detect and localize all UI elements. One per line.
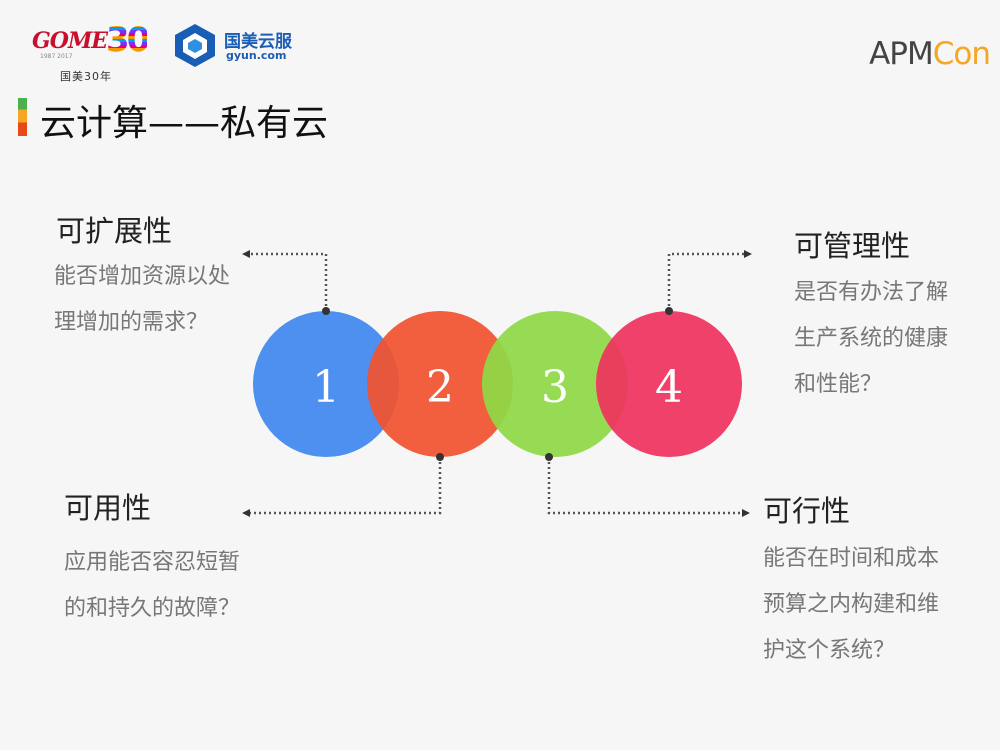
connector-dot-2 (436, 453, 444, 461)
gome-30-logo: 30 (106, 20, 150, 60)
gyun-cube-icon (175, 24, 215, 67)
scalability-title: 可扩展性 (56, 214, 173, 248)
connector-manageability (667, 252, 746, 311)
apm-suffix: Con (932, 36, 991, 72)
desc-line: 和性能？ (794, 372, 883, 397)
gyun-name: 国美云服 (224, 32, 292, 52)
manageability-title: 可管理性 (794, 229, 911, 263)
desc-line: 能否在时间和成本 (763, 546, 940, 571)
desc-line: 理增加的需求？ (54, 310, 209, 335)
gome-wordmark: GOME (32, 28, 108, 54)
feasibility-title: 可行性 (763, 494, 851, 528)
circle-label-1: 1 (312, 362, 340, 413)
circle-2 (367, 311, 513, 457)
title-accent-bar (18, 98, 27, 136)
connector-dot-4 (665, 307, 673, 315)
circle-3 (482, 311, 628, 457)
desc-line: 生产系统的健康 (794, 326, 949, 351)
circle-1 (253, 311, 399, 457)
connector-scalability (248, 252, 328, 311)
availability-title: 可用性 (64, 491, 152, 525)
desc-line: 应用能否容忍短暂 (64, 550, 241, 575)
desc-line: 能否增加资源以处 (54, 264, 231, 289)
arrow-left-availability-icon (242, 509, 250, 517)
manageability-desc: 是否有办法了解 生产系统的健康 和性能？ (794, 270, 948, 408)
circle-4 (596, 311, 742, 457)
page-title: 云计算——私有云 (40, 103, 329, 144)
desc-line: 是否有办法了解 (794, 280, 949, 305)
connector-availability (248, 457, 442, 515)
scalability-desc: 能否增加资源以处 理增加的需求？ (54, 254, 230, 346)
connector-dot-3 (545, 453, 553, 461)
circle-label-4: 4 (655, 362, 683, 413)
apmcon-logo: APMCon (869, 36, 991, 72)
arrow-left-scalability-icon (242, 250, 250, 258)
apm-prefix: APM (869, 36, 934, 72)
circle-label-2: 2 (426, 362, 454, 413)
gome-caption: 国美30年 (60, 70, 112, 83)
availability-desc: 应用能否容忍短暂 的和持久的故障？ (64, 540, 240, 632)
circle-label-3: 3 (541, 362, 569, 413)
connector-dot-1 (322, 307, 330, 315)
arrow-right-manageability-icon (744, 250, 752, 258)
connector-feasibility (547, 457, 744, 515)
desc-line: 预算之内构建和维 (763, 592, 940, 617)
feasibility-desc: 能否在时间和成本 预算之内构建和维 护这个系统？ (763, 536, 939, 674)
desc-line: 护这个系统？ (763, 638, 896, 663)
desc-line: 的和持久的故障？ (64, 596, 241, 621)
gyun-url: gyun.com (226, 49, 287, 62)
gome-years: 1987 2017 (40, 53, 73, 60)
arrow-right-feasibility-icon (742, 509, 750, 517)
